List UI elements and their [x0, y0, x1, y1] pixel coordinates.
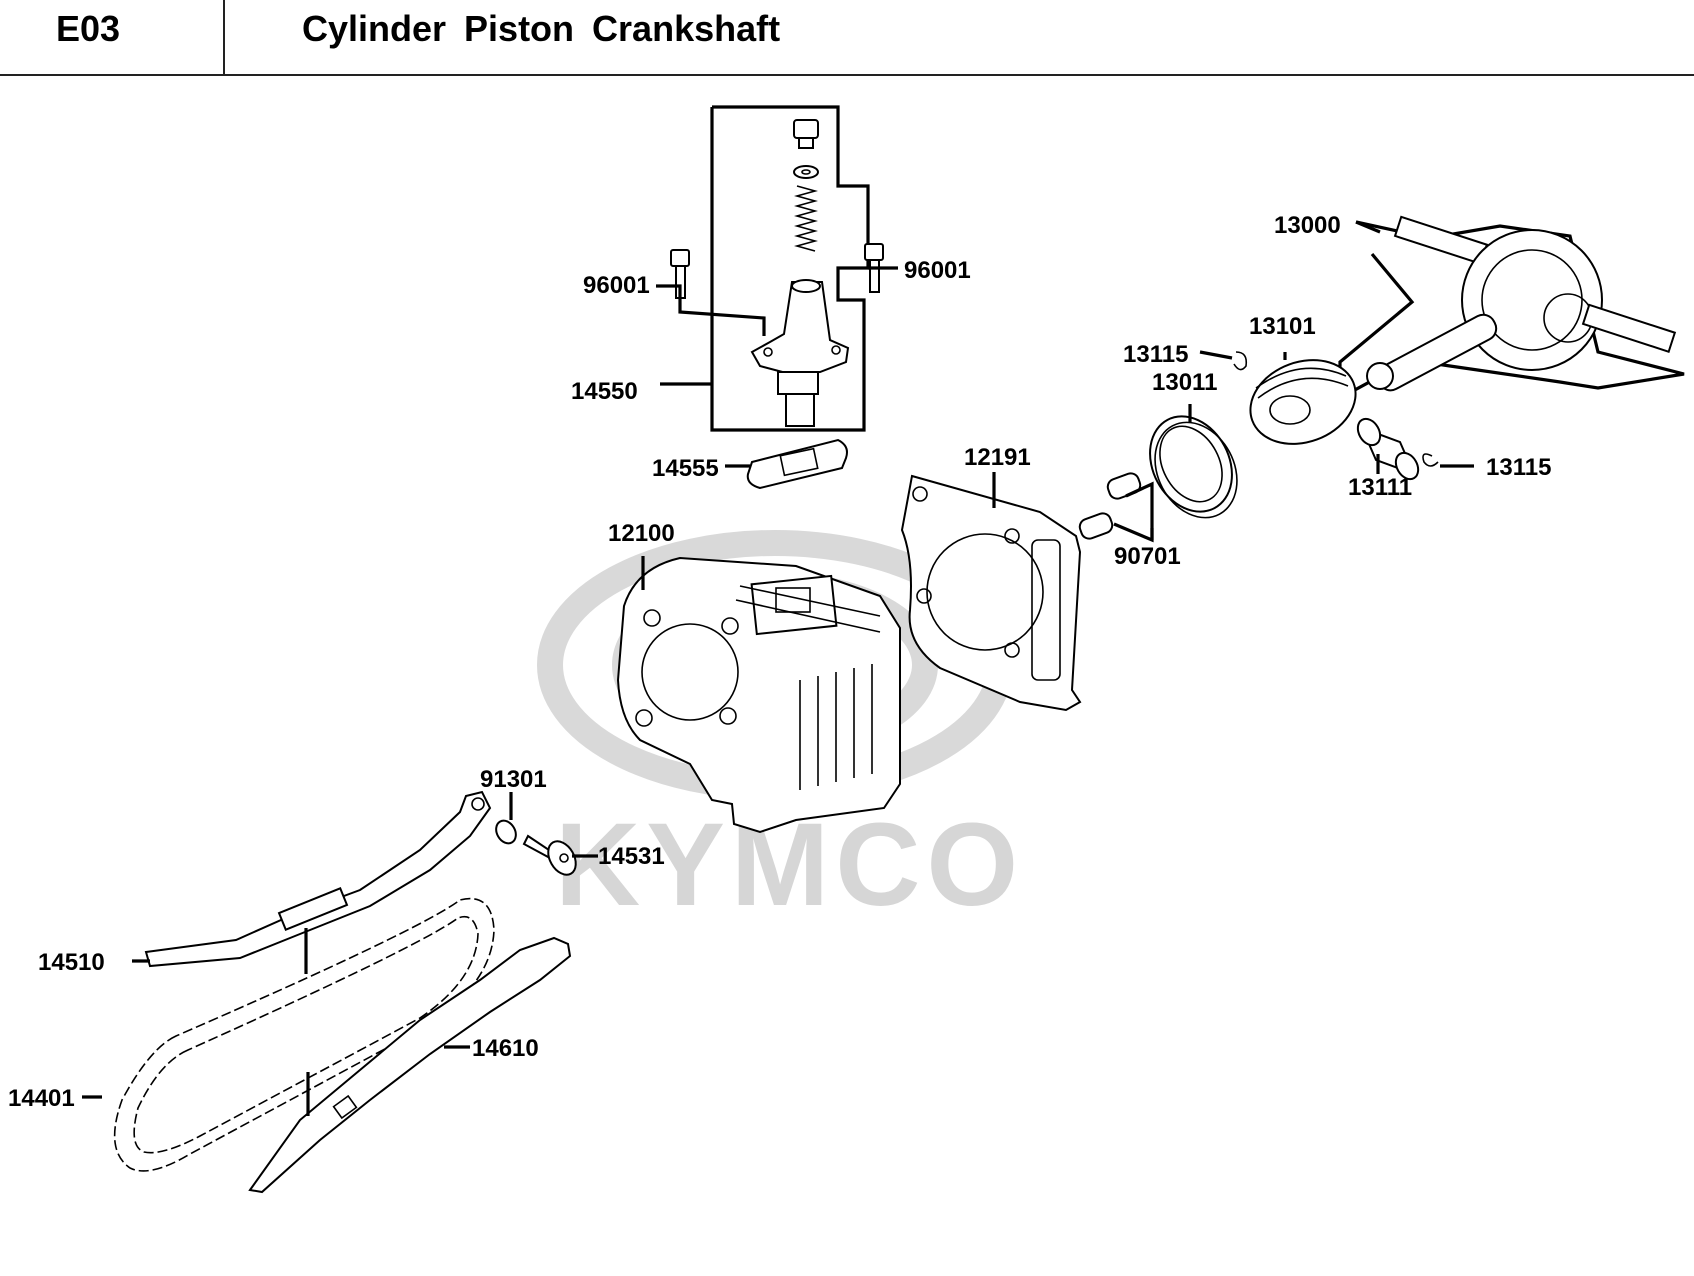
piston-rings-drawing	[1149, 415, 1238, 519]
chain-tensioner-guide-drawing	[144, 790, 492, 968]
piston-drawing	[1249, 359, 1357, 445]
piston-pin-drawing	[1356, 417, 1420, 481]
label-12100: 12100	[608, 520, 675, 547]
label-14531: 14531	[598, 843, 665, 870]
bolt-96001-right-drawing	[864, 243, 884, 293]
piston-pin-clip-right-drawing	[1422, 453, 1439, 467]
dowel-pins-drawing	[1078, 472, 1142, 540]
part-number-labels: 13000 96001 96001 14550 13115 13101 1301…	[8, 212, 1551, 1112]
crankshaft-drawing	[1338, 215, 1685, 401]
label-14401: 14401	[8, 1085, 75, 1112]
piston-pin-clip-top-drawing	[1233, 351, 1248, 371]
label-14610: 14610	[472, 1035, 539, 1062]
guide-bolt-drawing	[522, 834, 577, 876]
bolt-96001-left-drawing	[670, 249, 690, 299]
label-13000: 13000	[1274, 212, 1341, 239]
header-divider	[223, 0, 225, 74]
label-91301: 91301	[480, 766, 547, 793]
label-96001-left: 96001	[583, 272, 650, 299]
label-96001-right: 96001	[904, 257, 971, 284]
cylinder-gasket-drawing	[900, 474, 1082, 712]
page-title: Cylinder Piston Crankshaft	[302, 8, 781, 49]
cylinder-block-drawing	[616, 556, 901, 834]
section-code: E03	[56, 8, 121, 49]
chain-guide-drawing	[248, 936, 572, 1194]
label-13111: 13111	[1348, 474, 1412, 501]
cam-chain-drawing	[113, 897, 495, 1172]
label-14510: 14510	[38, 949, 105, 976]
label-14550: 14550	[571, 378, 638, 405]
label-13101: 13101	[1249, 313, 1316, 340]
label-12191: 12191	[964, 444, 1031, 471]
label-13115-top: 13115	[1123, 341, 1188, 368]
label-90701: 90701	[1114, 543, 1181, 570]
label-13011: 13011	[1152, 369, 1217, 396]
cam-chain-tensioner-drawing	[710, 105, 870, 432]
o-ring-drawing	[495, 819, 517, 845]
leader-lines	[82, 220, 1474, 1116]
tensioner-gasket-drawing	[746, 438, 848, 490]
label-13115-right: 13115	[1486, 454, 1551, 481]
label-14555: 14555	[652, 455, 719, 482]
header-bar: E03 Cylinder Piston Crankshaft	[0, 0, 1694, 76]
